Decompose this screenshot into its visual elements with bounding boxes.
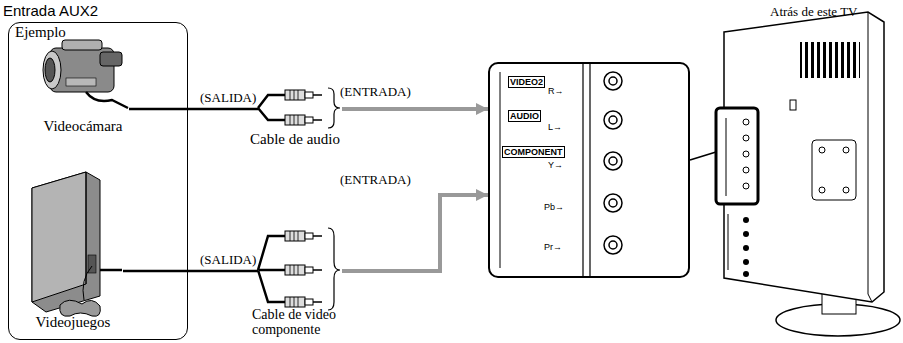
tv-back-picture — [716, 12, 900, 336]
example-group: EjemploVideocámaraVideojuegos — [8, 22, 188, 340]
cable-name: Cable de video componente — [252, 308, 370, 337]
input-label: (ENTRADA) — [340, 84, 411, 100]
cable-name: Cable de audio — [250, 131, 340, 148]
jack-panel: VIDEO2R→ AUDIO L→ COMPONENT Y→ Pb→ Pr→ — [488, 62, 690, 278]
diagram-title: Entrada AUX2 — [3, 2, 98, 19]
view-note: Atrás de este TV — [770, 4, 857, 20]
output-label: (SALIDA) — [200, 252, 256, 268]
cable-connector — [123, 195, 488, 271]
jack-label: Y→ — [548, 160, 563, 170]
device-name: Videocámara — [37, 117, 129, 135]
input-label: (ENTRADA) — [340, 172, 411, 188]
zoom-leader — [690, 152, 716, 160]
jack-label: R→ — [548, 86, 564, 96]
console-picture — [32, 172, 122, 316]
audio-cable — [258, 88, 340, 128]
device: Videojuegos — [23, 169, 123, 331]
component-cable — [258, 228, 340, 310]
jack-group-label: AUDIO — [508, 110, 541, 122]
camcorder-picture — [43, 40, 128, 108]
jack-group-label: VIDEO2 — [508, 76, 545, 88]
device: Videocámara — [37, 31, 129, 135]
jack-panel-detail — [500, 64, 622, 276]
jack-label: Pb→ — [544, 202, 564, 212]
output-label: (SALIDA) — [200, 90, 256, 106]
device-name: Videojuegos — [23, 313, 123, 331]
group-heading: Ejemplo — [15, 24, 66, 41]
jack-label: L→ — [548, 122, 562, 132]
jack-group-label: COMPONENT — [502, 146, 565, 158]
cable-connector — [129, 109, 488, 110]
jack-label: Pr→ — [544, 242, 562, 252]
